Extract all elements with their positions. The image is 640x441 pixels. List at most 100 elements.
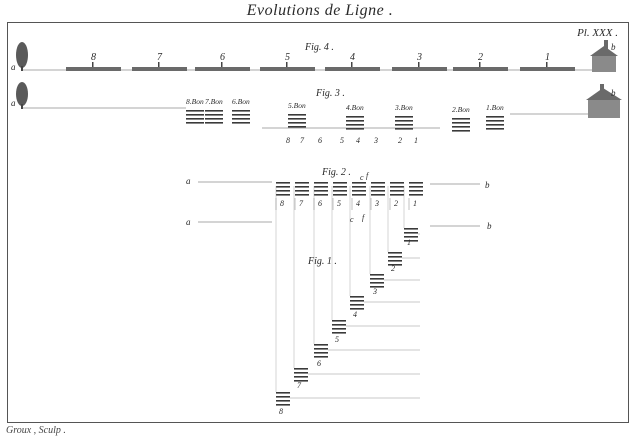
fig3-battalion-label: 1.Bon bbox=[486, 103, 504, 112]
fig1-echelon-number: 4 bbox=[353, 310, 357, 319]
fig2-unit-number: 5 bbox=[337, 199, 341, 208]
fig1-echelon-number: 8 bbox=[279, 407, 283, 416]
fig1-echelon-ranks bbox=[370, 274, 384, 288]
fig1-echelon-number: 2 bbox=[391, 264, 395, 273]
fig3-unit-number: 6 bbox=[318, 136, 322, 145]
fig3-label: Fig. 3 . bbox=[315, 88, 345, 99]
fig3-battalion-ranks bbox=[346, 116, 364, 130]
plate-frame bbox=[7, 22, 629, 423]
fig3-battalion-label: 8.Bon bbox=[186, 97, 204, 106]
fig2-unit-number: 1 bbox=[413, 199, 417, 208]
fig4-unit: 7 bbox=[132, 52, 187, 71]
fig4-unit-number: 6 bbox=[220, 52, 225, 63]
fig4-unit: 5 bbox=[260, 52, 315, 71]
fig1-echelon-number: 1 bbox=[407, 238, 411, 247]
fig1-echelon-ranks bbox=[350, 296, 364, 310]
fig4-unit-number: 5 bbox=[285, 52, 290, 63]
fig3-battalion-label: 2.Bon bbox=[452, 105, 470, 114]
fig4-unit-number: 8 bbox=[91, 52, 96, 63]
fig3-point-b: b bbox=[611, 88, 616, 98]
fig2-column-ranks bbox=[295, 182, 309, 196]
fig2-point-b: b bbox=[485, 180, 490, 190]
fig2-unit-number: 2 bbox=[394, 199, 398, 208]
fig1-echelon-ranks bbox=[276, 392, 290, 406]
fig2-point-a: a bbox=[186, 176, 191, 186]
fig3-battalion-label: 6.Bon bbox=[232, 97, 250, 106]
fig1-echelon-number: 5 bbox=[335, 335, 339, 344]
fig1-echelon-ranks bbox=[388, 252, 402, 266]
fig3-unit-number: 8 bbox=[286, 136, 290, 145]
fig2-point-c: c bbox=[360, 173, 364, 182]
village-icon bbox=[586, 84, 622, 118]
fig2-unit-number: 8 bbox=[280, 199, 284, 208]
engraver-credit: Groux , Sculp . bbox=[6, 425, 66, 436]
fig2-column-ranks bbox=[314, 182, 328, 196]
fig3-unit-number: 2 bbox=[398, 136, 402, 145]
fig2-column-ranks bbox=[276, 182, 290, 196]
fig4-unit-number: 1 bbox=[545, 52, 550, 63]
fig1-label: Fig. 1 . bbox=[307, 256, 337, 267]
page-title: Evolutions de Ligne . bbox=[246, 2, 394, 19]
fig3-unit-number: 5 bbox=[340, 136, 344, 145]
fig1-point-f: f bbox=[362, 213, 366, 222]
fig3-battalion-label: 5.Bon bbox=[288, 101, 306, 110]
fig3-unit-number: 3 bbox=[373, 136, 378, 145]
plate-number: Pl. XXX . bbox=[577, 27, 618, 39]
fig3-point-a: a bbox=[11, 98, 16, 108]
fig2-unit-number: 3 bbox=[374, 199, 379, 208]
tree-icon bbox=[16, 82, 28, 109]
fig2-point-f: f bbox=[366, 171, 370, 180]
village-icon bbox=[590, 40, 618, 72]
fig2-column-ranks bbox=[371, 182, 385, 196]
fig3-battalion-label: 7.Bon bbox=[205, 97, 223, 106]
fig4: a Fig. 4 . b 8 7 6 5 4 3 2 1 bbox=[11, 40, 618, 72]
fig1-echelon-number: 6 bbox=[317, 359, 321, 368]
fig4-unit: 1 bbox=[520, 52, 575, 71]
fig3-battalion-ranks bbox=[205, 110, 223, 124]
fig4-unit: 3 bbox=[392, 52, 447, 71]
fig1-echelon-number: 7 bbox=[297, 381, 302, 390]
fig1-point-c: c bbox=[350, 215, 354, 224]
fig2-column-ranks bbox=[333, 182, 347, 196]
fig4-unit: 8 bbox=[66, 52, 121, 71]
fig4-unit-number: 2 bbox=[478, 52, 483, 63]
fig4-point-a: a bbox=[11, 62, 16, 72]
fig4-point-b: b bbox=[611, 42, 616, 52]
fig1-echelon-ranks bbox=[404, 228, 418, 242]
fig2-column-ranks bbox=[352, 182, 366, 196]
fig1-echelon-number: 3 bbox=[372, 287, 377, 296]
fig4-unit: 4 bbox=[325, 52, 380, 71]
fig2-unit-number: 7 bbox=[299, 199, 304, 208]
fig3-battalion-label: 4.Bon bbox=[346, 103, 364, 112]
fig1-point-a: a bbox=[186, 217, 191, 227]
tree-icon bbox=[16, 42, 28, 71]
fig1-echelon-ranks bbox=[294, 368, 308, 382]
fig3-battalion-ranks bbox=[232, 110, 250, 124]
fig2-column-ranks bbox=[409, 182, 423, 196]
fig2-unit-number: 4 bbox=[356, 199, 360, 208]
fig3-battalion-label: 3.Bon bbox=[394, 103, 413, 112]
fig4-unit-number: 4 bbox=[350, 52, 355, 63]
fig3-unit-number: 1 bbox=[414, 136, 418, 145]
fig4-label: Fig. 4 . bbox=[304, 42, 334, 53]
fig3-battalion-ranks bbox=[288, 114, 306, 128]
fig3-unit-number: 4 bbox=[356, 136, 360, 145]
fig4-unit-number: 7 bbox=[157, 52, 163, 63]
fig4-unit-number: 3 bbox=[416, 52, 422, 63]
fig4-unit: 2 bbox=[453, 52, 508, 71]
fig4-unit: 6 bbox=[195, 52, 250, 71]
fig3-battalion-ranks bbox=[395, 116, 413, 130]
fig1-point-b: b bbox=[487, 221, 492, 231]
fig3-battalion-ranks bbox=[186, 110, 204, 124]
fig3-battalion-ranks bbox=[452, 118, 470, 132]
fig3-unit-number: 7 bbox=[300, 136, 305, 145]
fig3-battalion-ranks bbox=[486, 116, 504, 130]
fig2-unit-number: 6 bbox=[318, 199, 322, 208]
fig2-label: Fig. 2 . bbox=[321, 167, 351, 178]
fig2: Fig. 2 . a b c f 8 7 6 5 4 3 2 1 bbox=[186, 167, 490, 210]
fig2-column-ranks bbox=[390, 182, 404, 196]
fig1-echelon-ranks bbox=[314, 344, 328, 358]
fig1: Fig. 1 . a b c f 1 2 3 4 5 6 7 8 bbox=[186, 186, 492, 416]
